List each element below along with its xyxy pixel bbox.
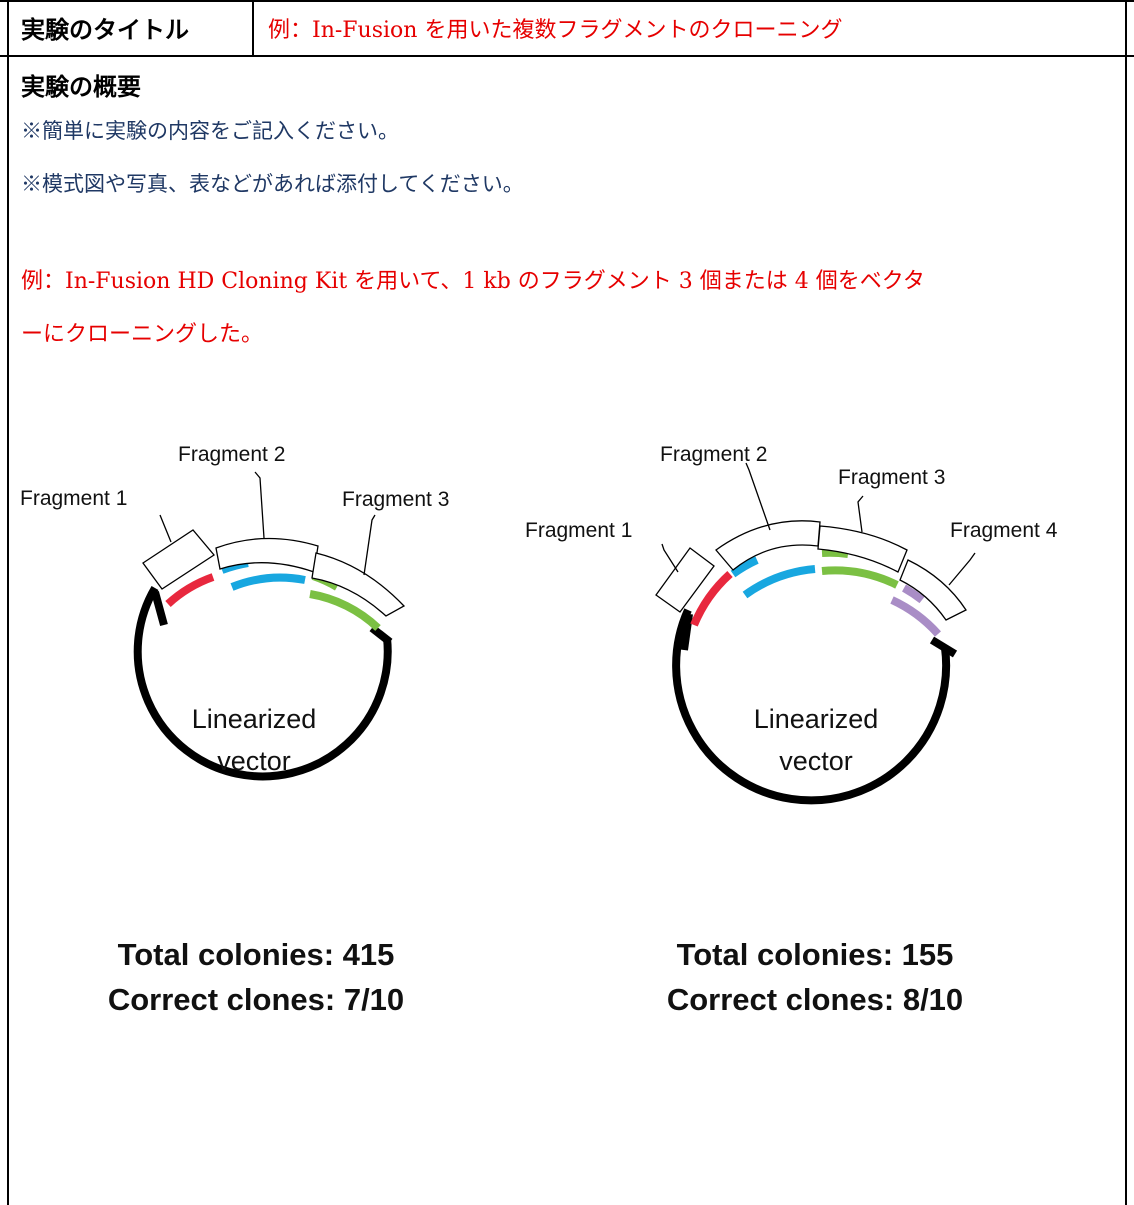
title-label: 実験のタイトル <box>21 15 189 44</box>
right-fragment-1-segment <box>690 571 733 627</box>
left-fragment-2-label: Fragment 2 <box>178 443 285 466</box>
left-vector-label: vector <box>217 746 291 776</box>
left-construct: Fragment 1 Fragment 2 Fragment 3 Lineari… <box>20 443 449 1017</box>
right-fragment-4-segment <box>890 596 941 637</box>
overview-heading: 実験の概要 <box>21 72 141 101</box>
right-fragment-2-label: Fragment 2 <box>660 443 767 466</box>
overview-example-line[interactable]: ーにクローニングした。 <box>21 322 264 347</box>
right-fragment-1-label: Fragment 1 <box>525 519 632 542</box>
left-fragment-1-segment <box>165 573 215 607</box>
header-cell-divider <box>252 0 254 56</box>
right-construct: Fragment 1 Fragment 2 Fragment 3 Fragmen… <box>525 443 1058 1017</box>
overview-note: ※簡単に実験の内容をご記入ください。 <box>21 119 399 143</box>
left-fragment-3-label: Fragment 3 <box>342 488 449 511</box>
right-vector-label: Linearized <box>754 704 879 734</box>
overview-note: ※模式図や写真、表などがあれば添付してください。 <box>21 172 524 196</box>
header-row-divider <box>0 55 1134 57</box>
right-fragment-3-label: Fragment 3 <box>838 466 945 489</box>
right-fragment-2-segment <box>730 556 759 578</box>
right-vector-backbone <box>672 608 951 805</box>
table-left-border <box>7 0 9 1205</box>
left-vector-label: Linearized <box>192 704 317 734</box>
right-vector-label: vector <box>779 746 853 776</box>
right-fragment-2-segment <box>742 565 816 599</box>
right-total-colonies: Total colonies: 155 <box>677 937 954 972</box>
table-right-border <box>1125 0 1127 1205</box>
left-fragment-3-segment <box>309 590 381 631</box>
left-total-colonies: Total colonies: 415 <box>118 937 395 972</box>
overview-example-line[interactable]: 例：In-Fusion HD Cloning Kit を用いて、1 kb のフラ… <box>21 269 925 294</box>
title-example-text[interactable]: 例：In-Fusion を用いた複数フラグメントのクローニング <box>268 18 843 43</box>
left-fragment-1-label: Fragment 1 <box>20 487 127 510</box>
left-correct-clones: Correct clones: 7/10 <box>108 982 404 1017</box>
right-fragment-4-label: Fragment 4 <box>950 519 1058 542</box>
right-correct-clones: Correct clones: 8/10 <box>667 982 963 1017</box>
left-fragment-2-segment <box>230 573 306 591</box>
right-fragment-3-segment <box>821 566 899 589</box>
table-top-border <box>0 0 1134 2</box>
right-fragment-4-segment <box>901 584 925 604</box>
left-vector-backbone <box>133 585 392 781</box>
